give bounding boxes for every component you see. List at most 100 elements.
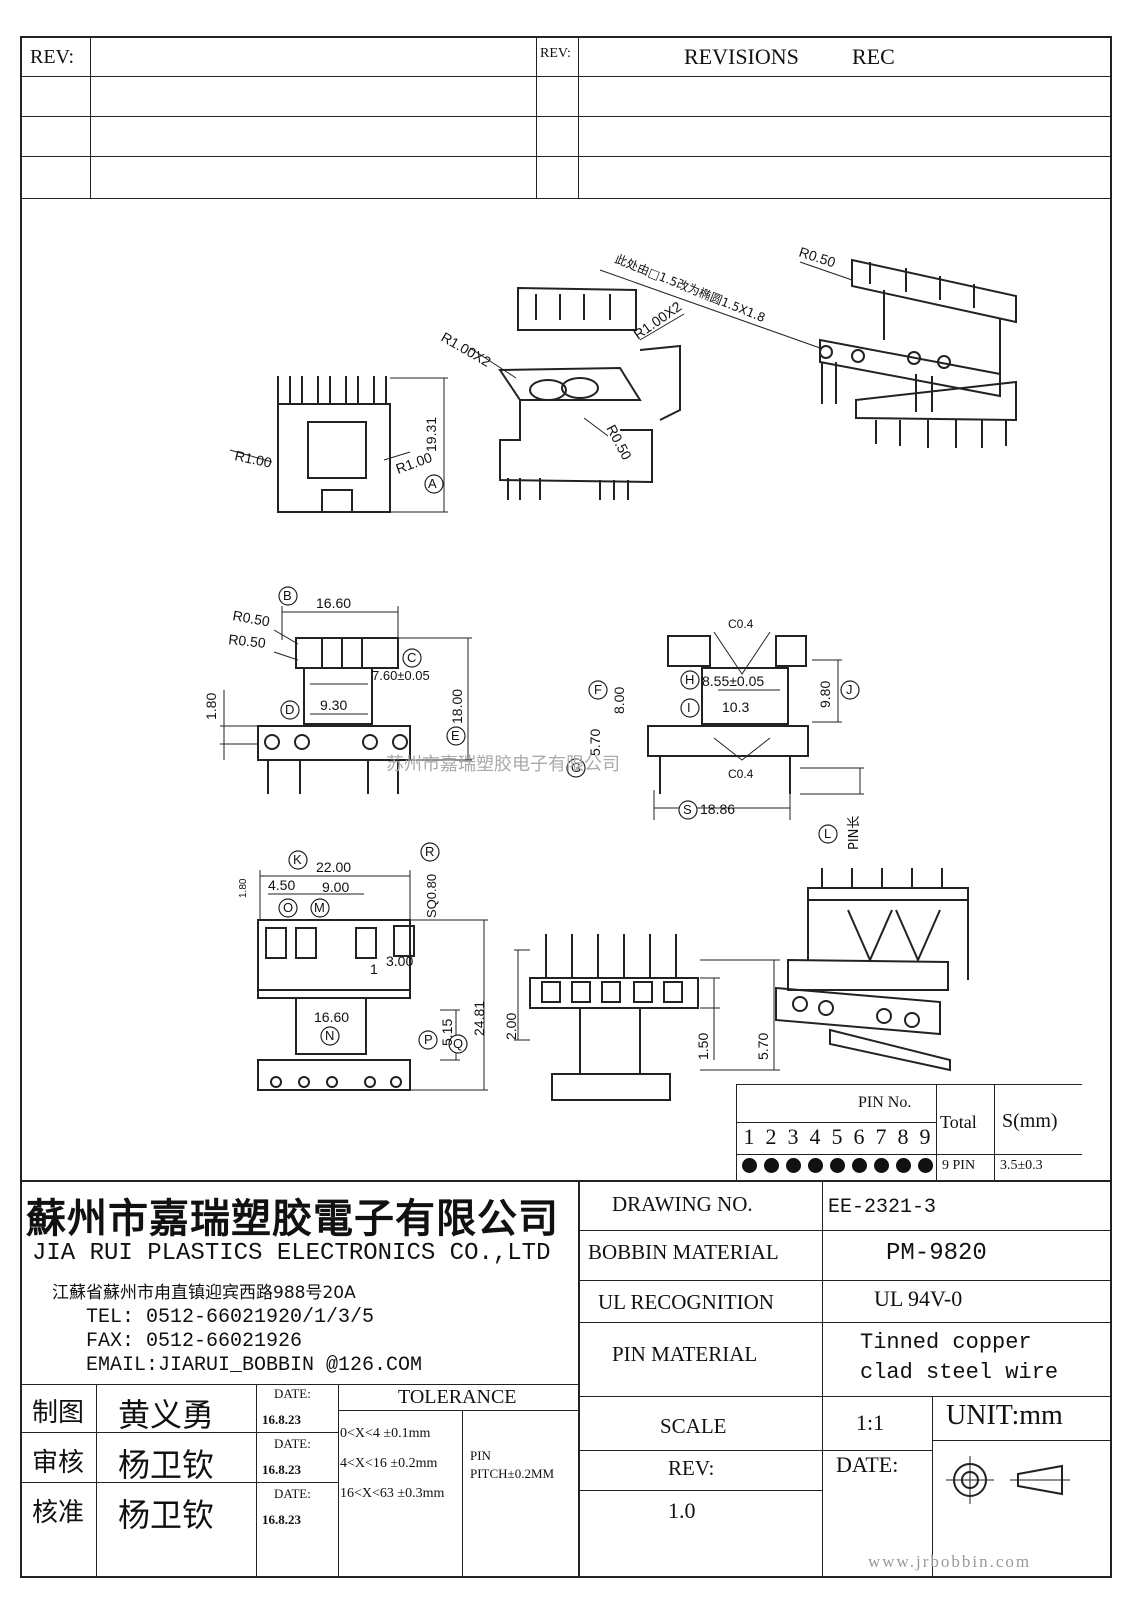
r1-00x2-left: R1.00X2 [439, 329, 494, 370]
r1-00-left: R1.00 [233, 447, 273, 470]
revisions-header: REVISIONS [684, 44, 799, 69]
r0-50-b: R0.50 [228, 631, 267, 651]
company-tel: TEL: 0512-66021920/1/3/5 [86, 1306, 375, 1329]
pin-dot [807, 1158, 823, 1173]
website-watermark: www.jrbobbin.com [868, 1552, 1032, 1571]
r0-50-a: R0.50 [231, 607, 271, 629]
c0-4-bottom: C0.4 [728, 767, 754, 781]
date-label: DATE: [836, 1452, 899, 1477]
signoff-name-drawn: 黄义勇 [118, 1396, 215, 1434]
c0-4-top: C0.4 [728, 617, 754, 631]
circle-b-label: B [283, 588, 292, 603]
dim-1-80-b: 1.80 [238, 878, 249, 898]
signoff-name-approved: 杨卫钦 [118, 1496, 215, 1534]
ul-recognition-value: UL 94V-0 [874, 1286, 963, 1311]
circle-k-label: K [293, 852, 302, 867]
scale-value: 1:1 [856, 1410, 885, 1435]
tolerance-row-3: 16<X<63 ±0.3mm [340, 1486, 445, 1501]
company-fax: FAX: 0512-66021926 [86, 1330, 303, 1353]
unit-label: UNIT:mm [946, 1400, 1063, 1431]
rev-value: 1.0 [668, 1498, 696, 1523]
dim-9-80: 9.80 [817, 681, 833, 708]
dim-5-15: 5.15 [439, 1019, 455, 1046]
circle-j-label: J [846, 682, 853, 697]
rev-label: REV: [668, 1456, 715, 1480]
signoff-role-checked: 审核 [32, 1448, 85, 1478]
dim-16-60-top: 16.60 [316, 595, 351, 611]
pin-s-label: S(mm) [1002, 1110, 1058, 1132]
dim-5-70-side: 5.70 [587, 729, 603, 756]
drawing-no-label: DRAWING NO. [612, 1192, 753, 1216]
circle-f-label: F [594, 682, 602, 697]
rev-right-label: REV: [540, 46, 571, 61]
dim-1-50: 1.50 [695, 1033, 711, 1060]
dim-24-81: 24.81 [471, 1001, 487, 1036]
r1-00-right: R1.00 [394, 449, 435, 477]
dim-9-00: 9.00 [322, 879, 349, 895]
signoff-role-drawn: 制图 [32, 1398, 85, 1428]
dim-5-70: 5.70 [755, 1033, 771, 1060]
signoff-date-checked: 16.8.23 [262, 1462, 301, 1477]
drawing-frame [20, 36, 1112, 1578]
dim-16-60-bottom: 16.60 [314, 1009, 349, 1025]
circle-a-label: A [428, 476, 437, 491]
pin-no-title: PIN No. [858, 1094, 912, 1111]
scale-label: SCALE [660, 1414, 727, 1438]
ul-recognition-label: UL RECOGNITION [598, 1290, 774, 1314]
circle-e-label: E [451, 728, 460, 743]
pin-dot-row [738, 1158, 936, 1173]
pin-number: 9 [919, 1124, 931, 1149]
circle-m-label: M [314, 900, 325, 915]
drawing-no-value: EE-2321-3 [828, 1196, 937, 1219]
sq0-80: SQ0.80 [424, 874, 439, 918]
circle-l-label: L [824, 826, 831, 841]
r0-50-top: R0.50 [797, 244, 838, 271]
bobbin-material-label: BOBBIN MATERIAL [588, 1240, 779, 1264]
dim-8-00: 8.00 [611, 687, 627, 714]
dim-10-3: 10.3 [722, 699, 749, 715]
bobbin-front-view [277, 376, 391, 513]
circle-o-label: O [283, 900, 293, 915]
pin-number: 8 [897, 1124, 909, 1149]
pin-dot [895, 1158, 911, 1173]
pin-number: 1 [743, 1124, 755, 1149]
pin-number: 3 [787, 1124, 799, 1149]
circle-s-label: S [683, 802, 692, 817]
signoff-name-checked: 杨卫钦 [118, 1446, 215, 1484]
company-name-en: JIA RUI PLASTICS ELECTRONICS CO.,LTD [32, 1240, 551, 1267]
dim-4-50: 4.50 [268, 877, 295, 893]
center-watermark: 苏州市嘉瑞塑胶电子有限公司 [386, 754, 620, 775]
dim-2-00: 2.00 [503, 1013, 519, 1040]
pin-dot [785, 1158, 801, 1173]
tolerance-title: TOLERANCE [398, 1386, 517, 1408]
pin1-marker: 1 [370, 961, 378, 977]
company-name-cn: 蘇州市嘉瑞塑胶電子有限公司 [26, 1196, 559, 1242]
circle-g-label: G [571, 760, 581, 775]
dim-9-30: 9.30 [320, 697, 347, 713]
dim-18-00: 18.00 [449, 689, 465, 724]
bobbin-iso-view-1 [498, 286, 681, 500]
pin-number: 5 [831, 1124, 843, 1149]
bobbin-pin-side-view [529, 934, 699, 1101]
bobbin-section-view [647, 635, 809, 794]
circle-n-label: N [325, 1028, 334, 1043]
dim-8-55: 8.55±0.05 [702, 673, 764, 689]
dim-18-86: 18.86 [700, 801, 735, 817]
signoff-date-label-approved: DATE: [274, 1486, 311, 1501]
pin-total-label: Total [940, 1112, 977, 1132]
pin-dot [763, 1158, 779, 1173]
signoff-date-approved: 16.8.23 [262, 1512, 301, 1527]
pin-length-label: PIN长 [847, 816, 862, 850]
r1-00x2-right: R1.00X2 [631, 298, 685, 342]
bobbin-iso-view-3 [775, 868, 969, 1072]
circle-p-label: P [424, 1032, 433, 1047]
r0-50-iso: R0.50 [603, 422, 635, 463]
tolerance-pin-label: PIN [470, 1448, 491, 1463]
circle-c-label: C [407, 650, 416, 665]
pin-material-label: PIN MATERIAL [612, 1342, 758, 1366]
circle-i-label: I [687, 700, 691, 715]
dim-22-00: 22.00 [316, 859, 351, 875]
pin-number: 7 [875, 1124, 887, 1149]
bobbin-bottom-view [257, 919, 415, 1091]
